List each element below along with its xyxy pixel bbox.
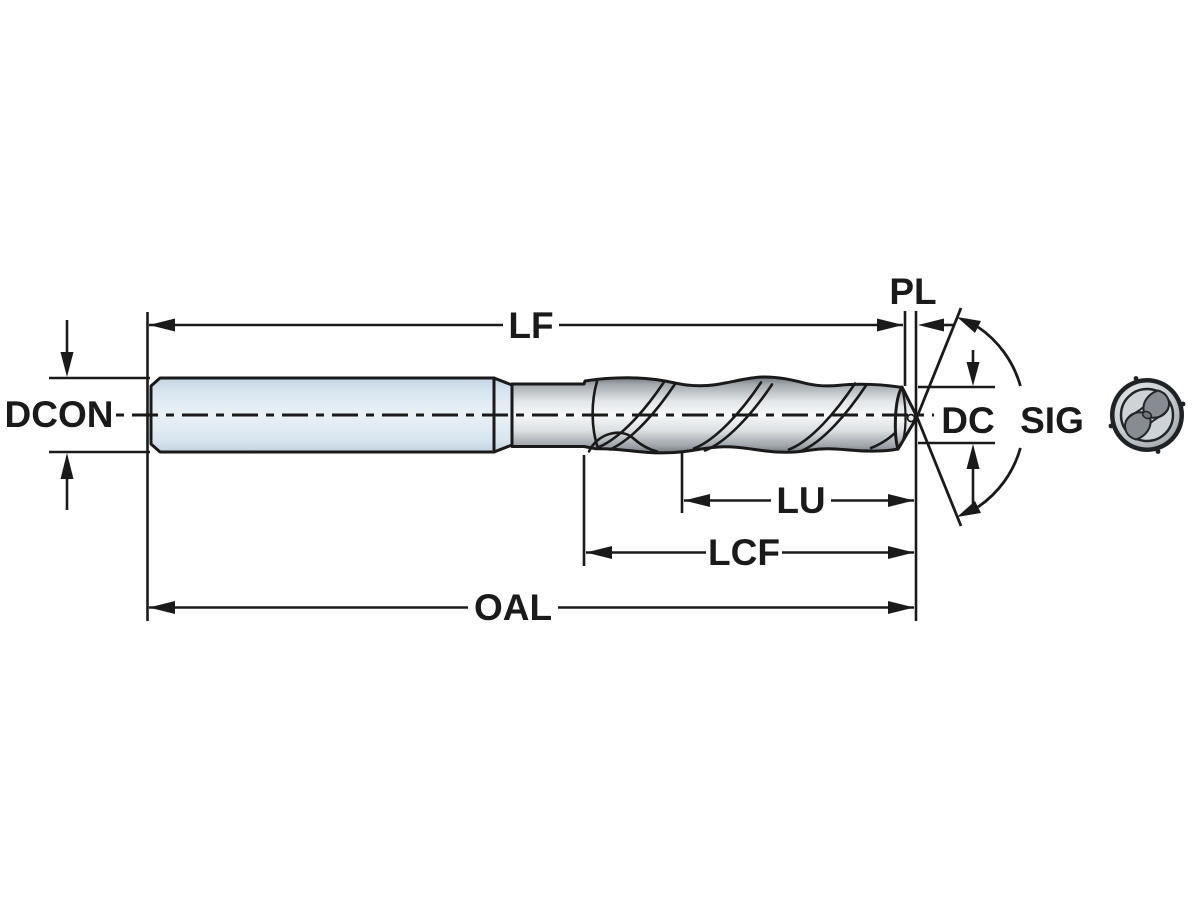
extension-lines	[146, 311, 918, 621]
drill-point-chisel	[906, 413, 916, 423]
arrowhead	[957, 501, 981, 517]
arrowhead	[957, 317, 981, 333]
arrowhead	[966, 444, 980, 469]
arrowhead	[888, 601, 914, 614]
dim-lu: LU	[684, 480, 914, 521]
drill-end-view	[1108, 376, 1186, 454]
arrowhead	[888, 494, 914, 507]
dim-sig-label: SIG	[1020, 400, 1084, 441]
dim-lf-label: LF	[508, 305, 553, 346]
arrowhead	[888, 546, 914, 559]
dim-pl-label: PL	[889, 271, 936, 312]
dim-lcf: LCF	[586, 532, 914, 573]
dim-dc: DC	[918, 350, 995, 507]
arrowhead	[60, 453, 74, 479]
dim-lu-label: LU	[776, 480, 825, 521]
arrowhead	[149, 601, 175, 614]
dim-lf: LF	[149, 305, 903, 346]
dim-sig: SIG	[915, 307, 1084, 527]
arrowhead	[60, 352, 74, 377]
flute-helix-lines	[587, 380, 906, 453]
arrowhead	[149, 318, 175, 332]
end-view-chisel	[1141, 410, 1153, 420]
dim-dcon: DCON	[5, 320, 150, 510]
arrowhead	[877, 318, 903, 332]
arrowhead	[586, 546, 612, 559]
drill-side-view	[116, 375, 934, 455]
dim-dcon-label: DCON	[5, 394, 114, 435]
dim-lcf-label: LCF	[708, 532, 780, 573]
arrowhead	[918, 318, 944, 332]
end-view-notches	[1108, 376, 1186, 454]
arrowhead	[684, 494, 710, 507]
dim-dc-label: DC	[941, 400, 994, 441]
dim-oal: OAL	[149, 587, 914, 628]
arrowhead	[966, 362, 980, 386]
end-view-flutes	[1124, 389, 1170, 441]
dim-pl: PL	[889, 271, 953, 332]
dim-oal-label: OAL	[474, 587, 552, 628]
